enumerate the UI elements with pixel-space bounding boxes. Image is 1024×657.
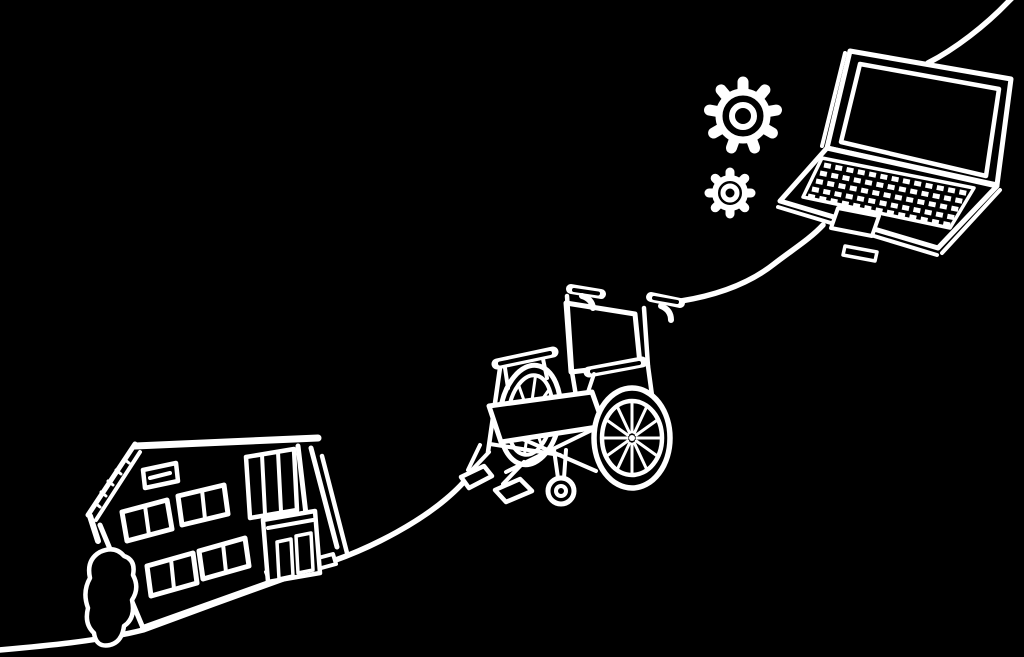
journey-path-segment-laptop: [678, 222, 826, 304]
gear-large-hole: [729, 102, 757, 130]
journey-path-segment-exit: [925, 0, 1014, 66]
gear-small-icon: [704, 167, 756, 219]
house-window-lower-right: [196, 535, 252, 582]
house-right-edge: [308, 445, 340, 550]
house-roof-hatching: [93, 457, 131, 509]
laptop-front-latch: [841, 244, 879, 263]
laptop-display: [838, 61, 1002, 179]
laptop-keyboard-outline: [801, 156, 976, 230]
wheelchair-left-handle: [566, 284, 606, 311]
wheelchair-drawing: [458, 284, 685, 507]
house-attic-vent: [140, 460, 181, 491]
wheelchair-right-armrest: [583, 356, 648, 394]
house-tall-window: [243, 446, 300, 521]
house-right-edge-outer: [319, 453, 350, 556]
gear-large-icon: [704, 76, 782, 154]
wheelchair-frame: [466, 365, 598, 486]
wheelchair-caster-wheel: [545, 448, 577, 507]
house-door: [260, 508, 323, 585]
wheelchair-wheel-hub: [629, 435, 635, 441]
gears-drawing: [704, 76, 782, 219]
gear-small-hole: [720, 183, 740, 203]
house-roof-ridge: [131, 434, 322, 450]
wheelchair-right-wheel: [591, 385, 673, 491]
house-bush: [83, 547, 139, 648]
laptop-keyboard-keys: [807, 162, 971, 228]
laptop-screen-edge: [820, 51, 847, 148]
laptop-drawing: [776, 48, 1014, 263]
house-window-lower-left: [144, 550, 200, 599]
house-window-upper-right: [175, 482, 231, 528]
laptop-touchpad: [829, 206, 881, 238]
house-gable-slope-inner: [94, 450, 142, 522]
house-drawing: [83, 434, 350, 648]
wheelchair-right-handle: [646, 292, 685, 323]
laptop-base-side-right: [940, 188, 1002, 255]
wheelchair-footplate-left: [458, 463, 495, 491]
house-eave-cap: [87, 513, 101, 544]
wheelchair-wheel-spokes: [600, 399, 664, 477]
wheelchair-left-armrest: [491, 346, 559, 390]
house-window-upper-left: [119, 497, 175, 544]
wheelchair-footplate-right: [492, 476, 535, 505]
